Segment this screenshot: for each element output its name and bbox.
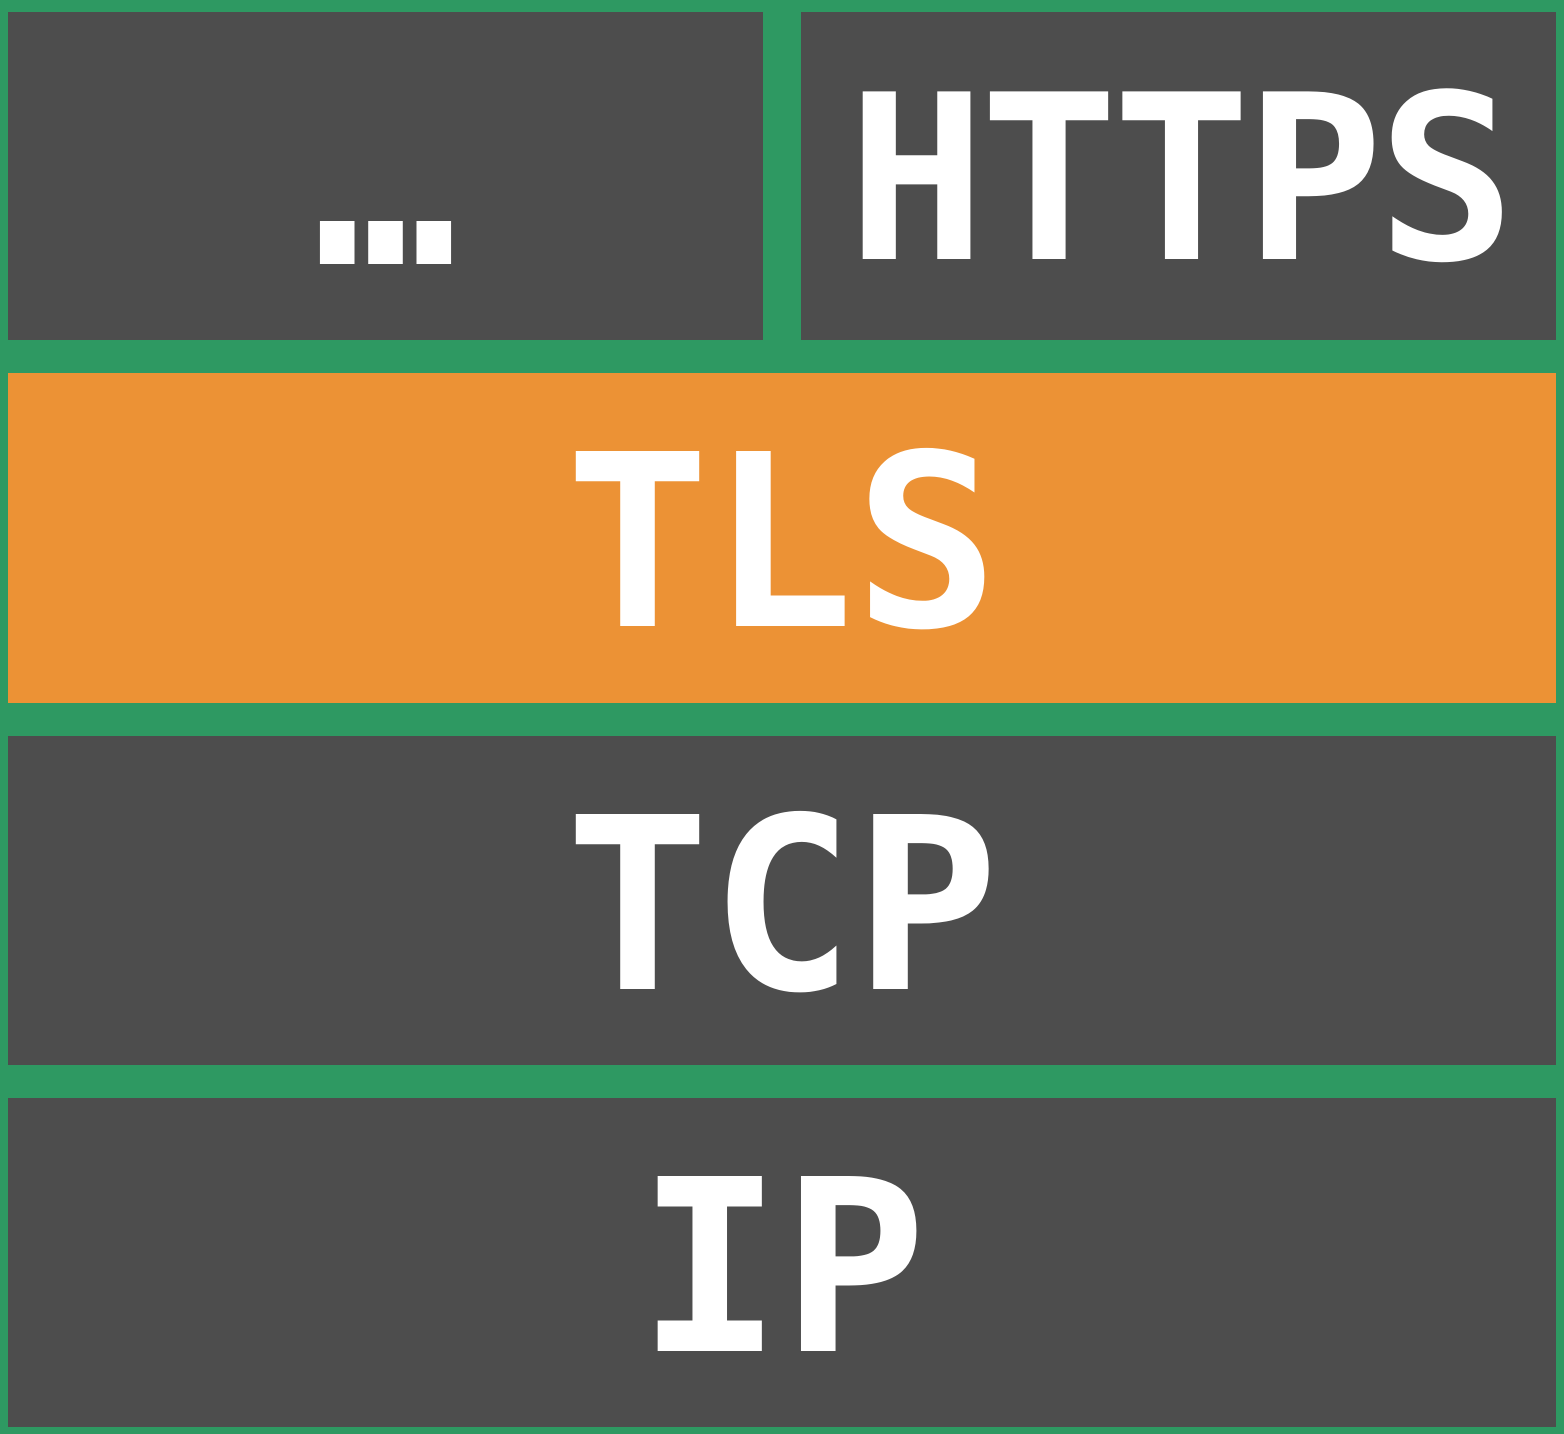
layer-ip-label: IP (637, 1127, 927, 1408)
layer-tls: TLS (8, 373, 1556, 703)
layer-other-protocols: … (8, 12, 763, 340)
layer-other-label: … (313, 41, 458, 321)
layer-tcp-label: TCP (565, 765, 999, 1046)
layer-tls-label: TLS (565, 403, 999, 683)
layer-tcp: TCP (8, 736, 1556, 1065)
layer-https-label: HTTPS (847, 47, 1515, 314)
layer-ip: IP (8, 1098, 1556, 1427)
layer-https: HTTPS (801, 12, 1556, 340)
